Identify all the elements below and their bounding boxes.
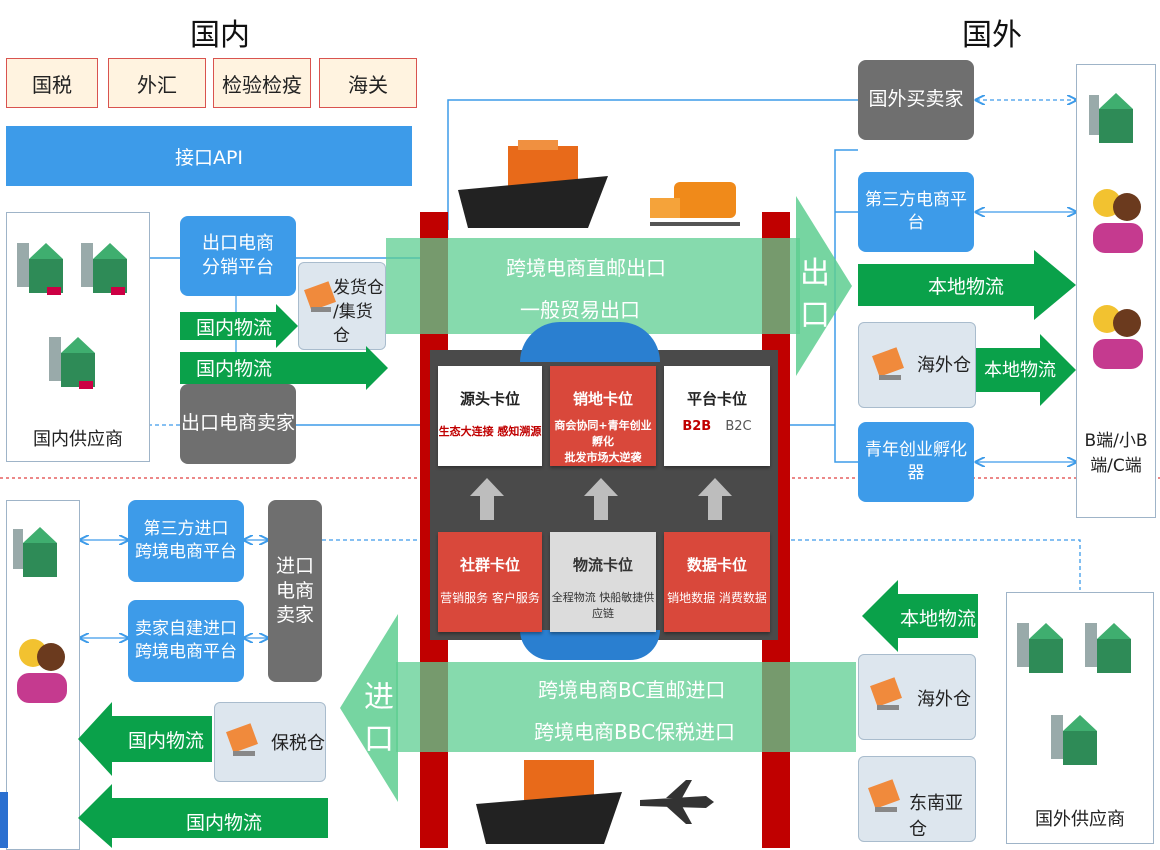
data-card: 数据卡位 销地数据 消费数据 — [664, 532, 770, 632]
domestic-logistics-label-1: 国内物流 — [196, 317, 273, 339]
import-char-2: 口 — [364, 722, 394, 757]
export-char-1: 出 — [800, 256, 830, 291]
domestic-header: 国内 — [190, 18, 250, 53]
sea-warehouse-label: 东南亚仓 — [909, 793, 963, 840]
domestic-supplier-panel: 国内供应商 — [6, 212, 150, 462]
domestic-logistics-arrow-2 — [180, 346, 388, 390]
local-logistics-label-1: 本地物流 — [928, 276, 1005, 298]
sales-card-sub: 商会协同+青年创业孵化 批发市场大逆袭 — [554, 419, 652, 464]
customer-label: B端/小B 端/C端 — [1084, 431, 1148, 476]
logistics-card: 物流卡位 全程物流 快船敏捷供应链 — [550, 532, 656, 632]
agency-forex: 外汇 — [108, 58, 206, 108]
foreign-supplier-label: 国外供应商 — [1035, 809, 1125, 830]
logistics-card-title: 物流卡位 — [572, 556, 633, 574]
cargo-ship-icon-bottom — [476, 760, 622, 844]
agency-tax: 国税 — [6, 58, 98, 108]
shipping-warehouse-label: 发货仓 /集货仓 — [333, 278, 384, 346]
direct-mail-export: 跨境电商直邮出口 — [506, 256, 666, 280]
customer-icons — [1089, 93, 1143, 369]
overseas-warehouse-label-2: 海外仓 — [917, 689, 971, 710]
import-char-1: 进 — [364, 680, 394, 715]
api-bar: 接口API — [6, 126, 412, 186]
foreign-supplier-panel: 国外供应商 — [1006, 592, 1154, 844]
sea-warehouse-icon — [868, 779, 900, 812]
youth-incubator[interactable]: 青年创业孵化器 — [858, 422, 974, 502]
data-card-title: 数据卡位 — [686, 556, 747, 574]
globe-bottom — [520, 630, 660, 660]
overseas-warehouse-box: 海外仓 — [858, 322, 976, 408]
airplane-icon — [640, 780, 714, 824]
logistics-card-sub: 全程物流 快船敏捷供应链 — [551, 591, 655, 620]
domestic-buyer-panel — [6, 500, 80, 850]
bonded-warehouse-icon — [226, 723, 258, 756]
bbc-bonded-import: 跨境电商BBC保税进口 — [534, 720, 736, 744]
up-arrow-2 — [584, 478, 618, 520]
import-arrow-head — [340, 614, 398, 802]
factory-icon — [17, 243, 127, 389]
domestic-logistics-arrow-1 — [180, 304, 298, 348]
source-card: 源头卡位 生态大连接 感知溯源 — [438, 366, 542, 466]
foreign-buyer-seller[interactable]: 国外买卖家 — [858, 60, 974, 140]
warehouse-icon — [304, 281, 336, 312]
foreign-header: 国外 — [962, 18, 1022, 53]
up-arrow-1 — [470, 478, 504, 520]
globe-top — [520, 322, 660, 362]
sales-card-title: 销地卡位 — [572, 390, 633, 408]
customer-panel: B端/小B 端/C端 — [1076, 64, 1156, 518]
platform-card-b2b: B2B — [682, 419, 712, 434]
source-card-sub: 生态大连接 感知溯源 — [438, 425, 542, 438]
agency-customs: 海关 — [319, 58, 417, 108]
domestic-supplier-label: 国内供应商 — [33, 429, 123, 450]
bc-direct-import: 跨境电商BC直邮进口 — [538, 678, 726, 702]
source-card-title: 源头卡位 — [459, 390, 520, 408]
community-card-sub: 营销服务 客户服务 — [440, 591, 540, 605]
local-logistics-arrow-1 — [858, 250, 1076, 320]
local-logistics-label-3: 本地物流 — [900, 608, 977, 630]
export-distribution-platform[interactable]: 出口电商 分销平台 — [180, 216, 296, 296]
agency-inspection: 检验检疫 — [213, 58, 311, 108]
overseas-warehouse-box-2: 海外仓 — [858, 654, 976, 740]
community-card-title: 社群卡位 — [459, 556, 520, 574]
sales-card: 销地卡位 商会协同+青年创业孵化 批发市场大逆袭 — [550, 366, 656, 466]
platform-card: 平台卡位 B2B B2C — [664, 366, 770, 466]
export-arrow-head — [796, 196, 852, 376]
overseas-warehouse-icon — [872, 347, 904, 380]
overseas-warehouse-label: 海外仓 — [917, 355, 971, 376]
platform-card-b2c: B2C — [725, 419, 752, 434]
import-ecommerce-seller[interactable]: 进口 电商 卖家 — [268, 500, 322, 682]
domestic-logistics-label-4: 国内物流 — [186, 812, 263, 834]
local-logistics-label-2: 本地物流 — [984, 360, 1056, 381]
domestic-logistics-label-2: 国内物流 — [196, 358, 273, 380]
up-arrow-3 — [698, 478, 732, 520]
overseas-warehouse-icon-2 — [870, 677, 902, 710]
domestic-logistics-arrow-3 — [78, 702, 212, 776]
platform-card-title: 平台卡位 — [686, 390, 747, 408]
domestic-logistics-label-3: 国内物流 — [128, 730, 205, 752]
export-ecommerce-seller[interactable]: 出口电商卖家 — [180, 384, 296, 464]
community-card: 社群卡位 营销服务 客户服务 — [438, 532, 542, 632]
third-party-import-platform[interactable]: 第三方进口 跨境电商平台 — [128, 500, 244, 582]
domestic-buyer-icons — [13, 527, 67, 703]
self-built-import-platform[interactable]: 卖家自建进口 跨境电商平台 — [128, 600, 244, 682]
general-trade-export: 一般贸易出口 — [520, 298, 640, 322]
data-card-sub: 销地数据 消费数据 — [667, 591, 767, 605]
local-logistics-arrow-3 — [862, 580, 978, 652]
export-char-2: 口 — [800, 298, 830, 333]
cargo-ship-icon — [458, 140, 608, 228]
left-edge-marker — [0, 792, 8, 848]
export-band — [386, 238, 800, 334]
sea-warehouse-box: 东南亚仓 — [858, 756, 976, 842]
bonded-warehouse-label: 保税仓 — [271, 733, 325, 754]
shipping-warehouse-box: 发货仓 /集货仓 — [298, 262, 386, 350]
import-band — [396, 662, 856, 752]
bonded-warehouse-box: 保税仓 — [214, 702, 326, 782]
foreign-supplier-icons — [1017, 623, 1131, 765]
third-party-ecommerce-platform[interactable]: 第三方电商平台 — [858, 172, 974, 252]
train-icon — [650, 182, 740, 226]
local-logistics-arrow-2 — [976, 334, 1076, 406]
domestic-logistics-arrow-4 — [78, 784, 328, 848]
